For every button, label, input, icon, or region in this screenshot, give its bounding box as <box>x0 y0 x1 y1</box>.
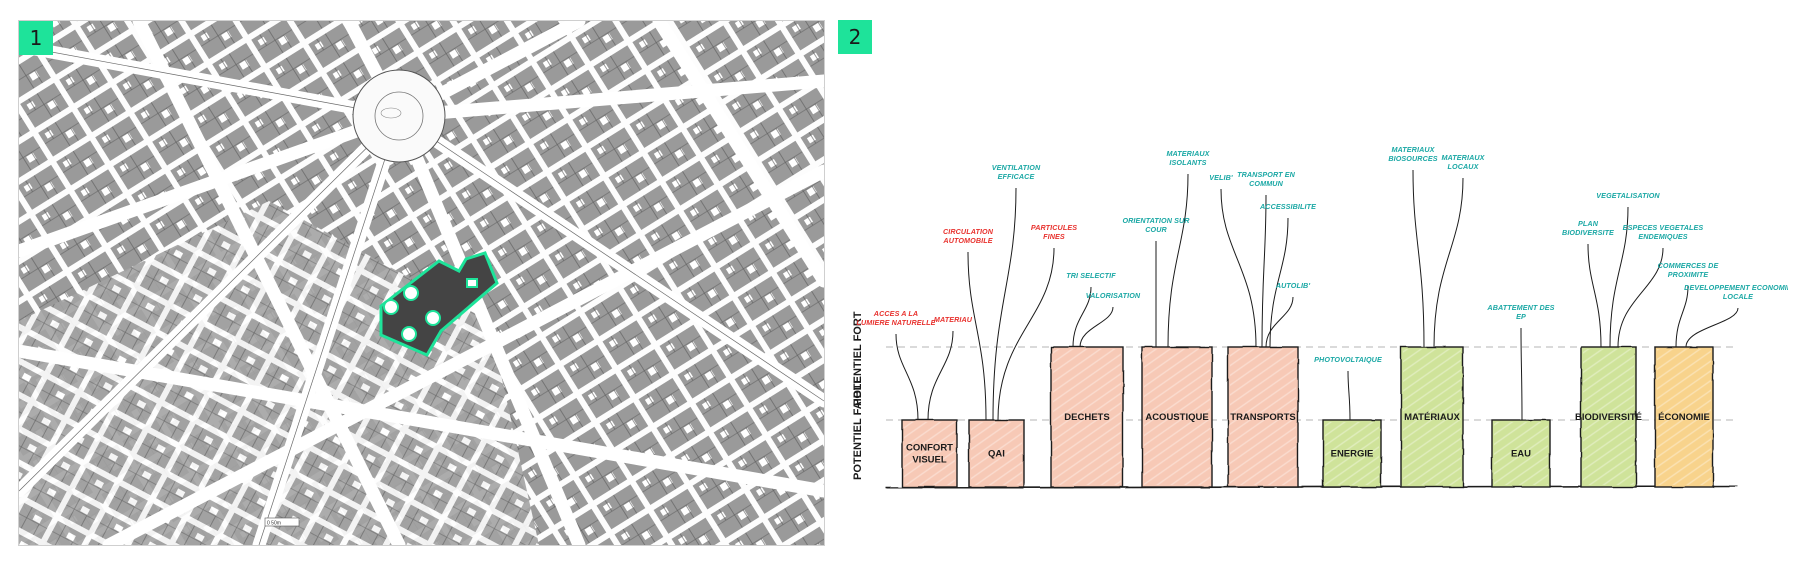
annotation-label: PHOTOVOLTAIQUE <box>1314 355 1382 364</box>
bar-label: VISUEL <box>912 455 947 466</box>
bar-matériaux: MATÉRIAUX <box>1400 346 1464 488</box>
bar-dechets: DECHETS <box>1050 346 1124 488</box>
annotation-label: ACCESSIBILITE <box>1259 202 1316 211</box>
y-label-faible: POTENTIEL FAIBLE <box>852 376 864 480</box>
annotation-stem <box>967 251 987 421</box>
annotation-stem <box>1261 194 1267 348</box>
annotation-stem <box>1265 296 1294 348</box>
annotation-label: VALORISATION <box>1086 291 1141 300</box>
annotation-stem <box>1167 173 1189 348</box>
annotation-label: TRI SELECTIF <box>1066 271 1116 280</box>
annotation-label: VEGETALISATION <box>1596 191 1660 200</box>
cadastral-map: 0 50m <box>19 21 824 545</box>
panel-number-2: 2 <box>838 20 872 54</box>
site-map-panel: 1 <box>18 20 825 546</box>
annotation-stem <box>1072 286 1092 348</box>
annotation-stem <box>997 247 1055 421</box>
panel-number-1: 1 <box>19 21 53 55</box>
annotation-stem <box>1617 247 1664 348</box>
annotation-stem <box>1347 370 1351 421</box>
bar-biodiversité: BIODIVERSITÉ <box>1575 346 1642 488</box>
bar-label: TRANSPORTS <box>1230 412 1295 423</box>
annotation-stem <box>1685 307 1739 348</box>
annotation-label: AUTOLIB' <box>1275 281 1311 290</box>
bar-label: QAI <box>988 449 1005 460</box>
y-axis-labels: POTENTIEL FORT POTENTIEL FAIBLE <box>852 311 864 480</box>
annotation-stem <box>1269 217 1289 348</box>
y-label-fort: POTENTIEL FORT <box>852 311 864 406</box>
annotation-stem <box>895 333 919 421</box>
annotation-stem <box>1587 243 1602 348</box>
bar-label: CONFORT <box>906 443 953 454</box>
bar-label: EAU <box>1511 449 1531 460</box>
annotation-stem <box>992 187 1017 421</box>
annotation-label: MATERIAU <box>934 315 973 324</box>
bar-label: MATÉRIAUX <box>1404 412 1460 423</box>
bar-energie: ENERGIE <box>1322 419 1382 488</box>
annotation-label: VELIB' <box>1209 173 1233 182</box>
bar-eau: EAU <box>1491 419 1551 488</box>
bar-label: ENERGIE <box>1331 449 1374 460</box>
annotation-stem <box>1520 327 1523 421</box>
annotation-stem <box>1675 285 1689 348</box>
bar-transports: TRANSPORTS <box>1227 346 1299 488</box>
annotation-stem <box>927 330 954 421</box>
bar-acoustique: ACOUSTIQUE <box>1141 346 1213 488</box>
annotation-stem <box>1609 206 1629 348</box>
potential-diagram: POTENTIEL FORT POTENTIEL FAIBLE CONFORTV… <box>852 145 1792 489</box>
bar-label: ACOUSTIQUE <box>1145 412 1208 423</box>
annotation-stem <box>1079 306 1114 348</box>
annotation-stem <box>1220 188 1257 348</box>
bar-label: ÉCONOMIE <box>1658 412 1710 423</box>
bar-qai: QAI <box>968 419 1025 488</box>
annotation-stem <box>1412 169 1425 348</box>
scale-label: 0 50m <box>267 521 281 527</box>
bar-économie: ÉCONOMIE <box>1654 346 1714 488</box>
bar-label: DECHETS <box>1064 412 1109 423</box>
potential-diagram-panel: 2 POTENTIEL FORT POTENTIEL FAIBLE CONFOR… <box>838 20 1792 544</box>
annotation-stem <box>1433 177 1464 348</box>
site-outline <box>379 251 499 357</box>
bar-label: BIODIVERSITÉ <box>1575 412 1642 423</box>
